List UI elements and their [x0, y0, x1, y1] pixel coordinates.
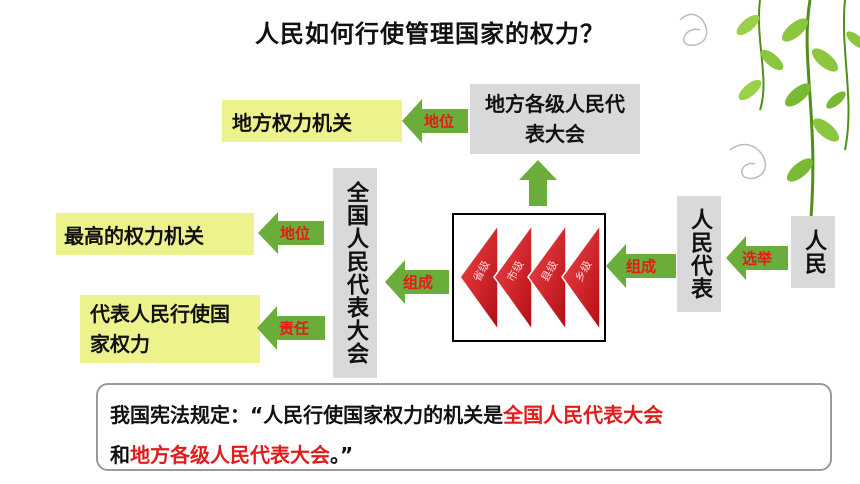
people-label: 人民 — [801, 229, 826, 275]
quote-prefix: 我国宪法规定：“人民行使国家权力的机关是 — [110, 403, 504, 427]
people-deputies-label: 人民代表 — [687, 208, 712, 300]
responsibility-label: 责任 — [279, 319, 310, 338]
status-label-top: 地位 — [424, 112, 455, 131]
levels-box: 省级 市级 县级 乡级 — [452, 213, 606, 342]
people-box: 人民 — [791, 216, 835, 288]
compose-arrow-left: 组成 — [385, 260, 449, 304]
represent-label: 代表人民行使国家权力 — [90, 302, 230, 356]
compose-label-right: 组成 — [626, 257, 657, 276]
quote-mid: 和 — [110, 443, 130, 467]
elect-label: 选举 — [742, 249, 773, 268]
local-congress-box: 地方各级人民代表大会 — [470, 84, 640, 154]
compose-label-left: 组成 — [403, 273, 434, 292]
status-label-mid: 地位 — [280, 224, 311, 243]
highest-power-label: 最高的权力机关 — [64, 223, 204, 248]
status-arrow-top: 地位 — [402, 99, 468, 143]
local-power-box: 地方权力机关 — [222, 100, 402, 142]
npc-box: 全国人民代表大会 — [333, 168, 377, 378]
people-deputies-box: 人民代表 — [677, 196, 721, 312]
npc-label: 全国人民代表大会 — [343, 181, 368, 365]
represent-box: 代表人民行使国家权力 — [80, 295, 260, 363]
quote-red-local: 地方各级人民代表大会 — [130, 443, 330, 467]
constitution-quote: 我国宪法规定：“人民行使国家权力的机关是全国人民代表大会 和地方各级人民代表大会… — [96, 383, 832, 471]
quote-red-npc: 全国人民代表大会 — [503, 403, 664, 427]
local-power-label: 地方权力机关 — [232, 110, 352, 135]
local-congress-label: 地方各级人民代表大会 — [485, 92, 625, 146]
up-arrow — [519, 160, 557, 206]
chevron-township — [561, 222, 601, 333]
highest-power-box: 最高的权力机关 — [56, 213, 254, 255]
quote-suffix: 。” — [330, 443, 354, 467]
compose-arrow-right: 组成 — [606, 244, 676, 288]
elect-arrow: 选举 — [726, 236, 788, 280]
status-arrow-mid: 地位 — [258, 212, 324, 254]
page-title: 人民如何行使管理国家的权力？ — [255, 20, 605, 48]
responsibility-arrow: 责任 — [257, 306, 325, 350]
